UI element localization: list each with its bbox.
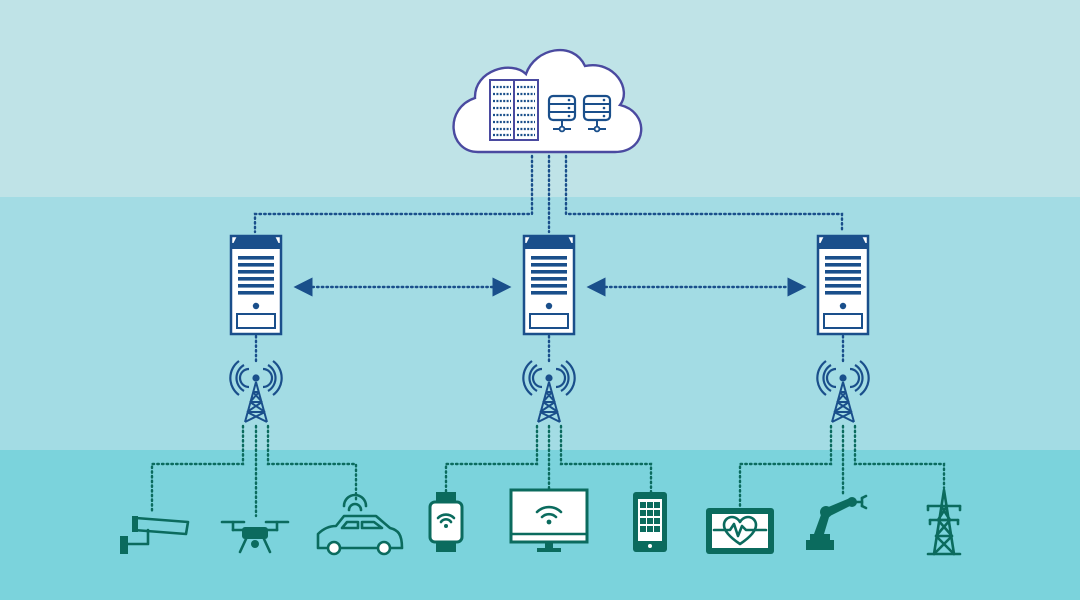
tablet-icon — [633, 492, 667, 552]
device-links — [150, 424, 946, 518]
server-rack-icon — [489, 79, 539, 141]
cloud — [452, 48, 643, 154]
edge-server-icon — [229, 234, 283, 336]
smartwatch-icon — [428, 492, 464, 552]
wifi-monitor-icon — [509, 488, 589, 552]
drone-icon — [220, 520, 290, 554]
edge-server-icon — [522, 234, 576, 336]
connected-car-icon — [316, 493, 404, 556]
cloud-edge-links — [253, 154, 844, 234]
power-pylon-icon — [926, 488, 962, 556]
heart-monitor-icon — [706, 508, 774, 554]
robot-arm-icon — [806, 494, 868, 550]
security-camera-icon — [120, 516, 190, 554]
edge-server-icon — [816, 234, 870, 336]
